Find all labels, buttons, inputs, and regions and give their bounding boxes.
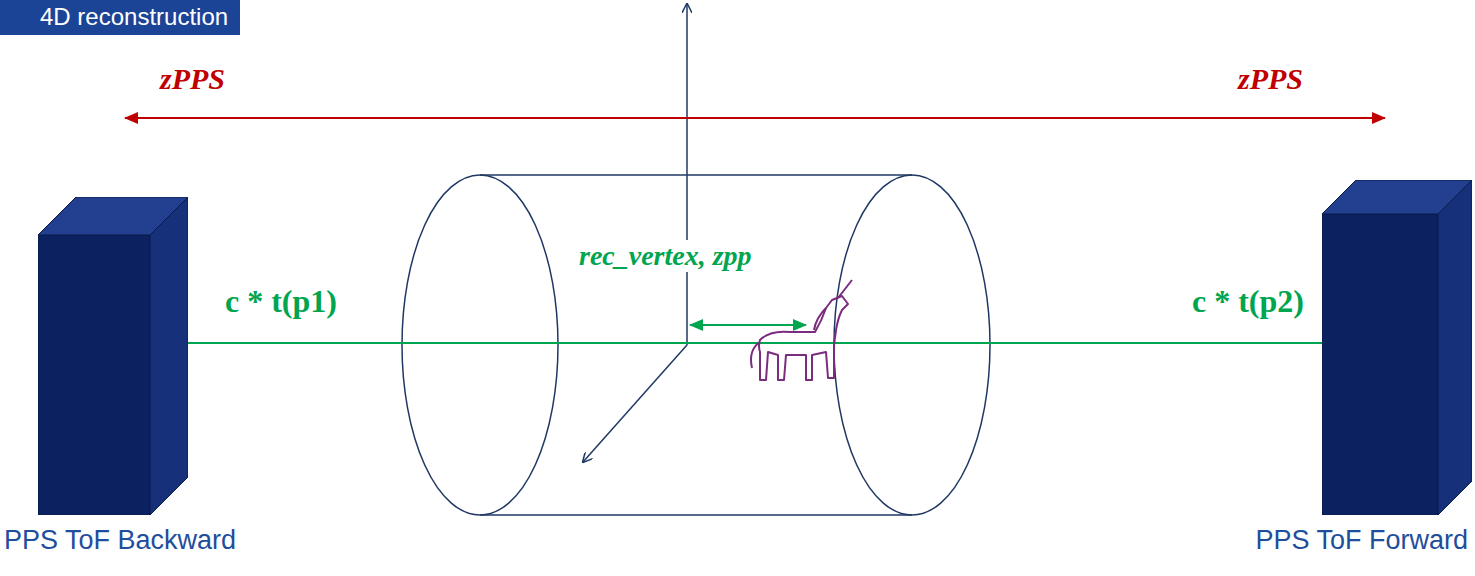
detector-label: PPS ToF Forward xyxy=(1255,525,1468,556)
title-banner: 4D reconstruction xyxy=(0,0,240,35)
distance-label: zPPS xyxy=(1238,62,1303,96)
detector-label: PPS ToF Backward xyxy=(4,525,236,556)
tof-arrow xyxy=(125,342,1385,344)
detector-cylinder xyxy=(402,175,990,515)
vertex-arrow xyxy=(690,324,806,326)
distance-label: zPPS xyxy=(160,62,225,96)
vertex-label: rec_vertex, zpp xyxy=(576,240,755,272)
x-axis xyxy=(583,345,687,462)
time-label: c * t(p2) xyxy=(1192,283,1304,320)
unicorn xyxy=(751,280,852,380)
detector-block: PPS ToF Forward xyxy=(1322,180,1472,515)
time-label: c * t(p1) xyxy=(225,283,337,320)
detector-shape xyxy=(38,197,188,515)
detector-shape xyxy=(1322,180,1472,515)
detector-block: PPS ToF Backward xyxy=(38,197,188,515)
zpps-arrow xyxy=(125,117,1385,119)
